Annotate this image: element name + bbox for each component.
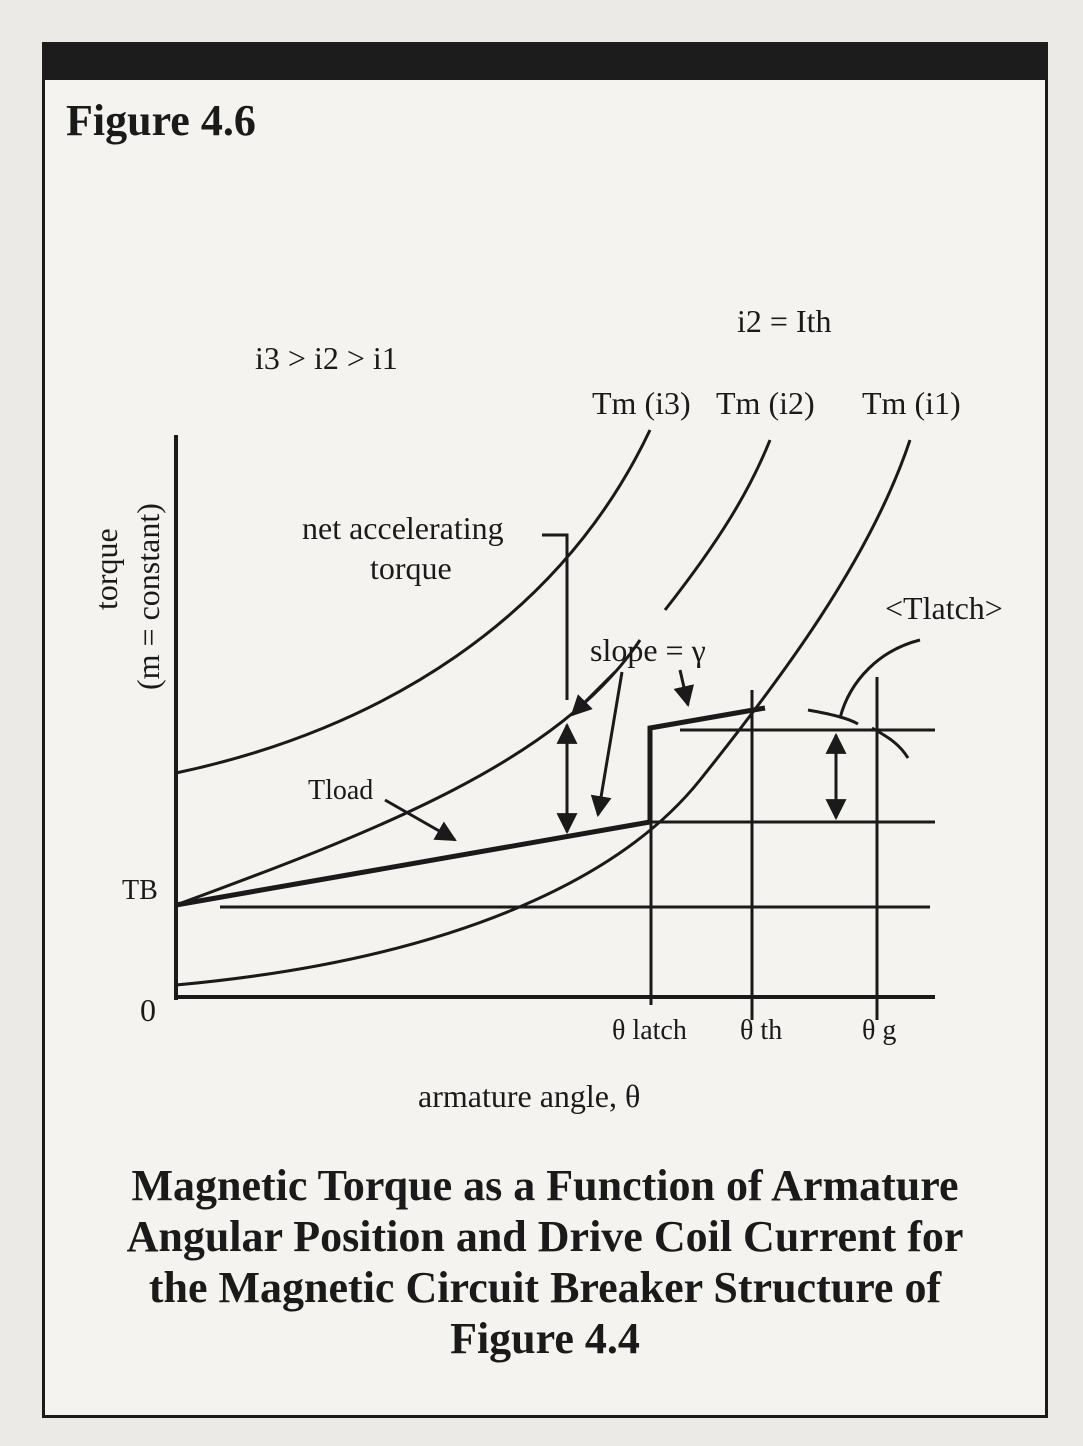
slope-arrow-1 (590, 671, 624, 818)
slope-arrow-2 (570, 670, 617, 717)
tm-i1-curve (175, 439, 912, 987)
figure-label: Figure 4.6 (66, 96, 256, 145)
zero-label: 0 (140, 992, 156, 1028)
t-latch-leader (838, 638, 921, 719)
frame-top-bar (42, 42, 1048, 80)
tm-i2-label: Tm (i2) (716, 385, 815, 421)
t-latch-label: <Tlatch> (885, 590, 1003, 626)
y-axis-label-2-text: (m = constant) (130, 503, 166, 690)
net-accel-label-2: torque (370, 550, 452, 586)
figure-caption: Magnetic Torque as a Function of Armatur… (126, 1161, 964, 1363)
slope-label: slope = γ (590, 632, 706, 668)
t-load-label: Tload (308, 775, 374, 806)
x-axis-label: armature angle, θ (418, 1078, 641, 1114)
threshold-label: i2 = Ith (737, 303, 832, 339)
tm-i3-label: Tm (i3) (592, 385, 691, 421)
tb-label: TB (122, 875, 158, 906)
slope-arrow-3 (673, 669, 695, 708)
t-load-arrow (384, 798, 457, 842)
t-load-curve (175, 705, 766, 908)
net-accel-label: net accelerating (302, 510, 504, 546)
theta-latch-label: θ latch (612, 1015, 687, 1046)
tm-i1-label: Tm (i1) (862, 385, 961, 421)
t-latch-curve (807, 708, 910, 759)
net-accel-bracket (542, 533, 569, 700)
theta-th-label: θ th (740, 1015, 783, 1046)
theta-g-label: θ g (862, 1015, 897, 1046)
tm-i3-curve (175, 429, 652, 775)
y-axis-label-text: torque (88, 528, 124, 610)
current-order-label: i3 > i2 > i1 (255, 340, 398, 376)
